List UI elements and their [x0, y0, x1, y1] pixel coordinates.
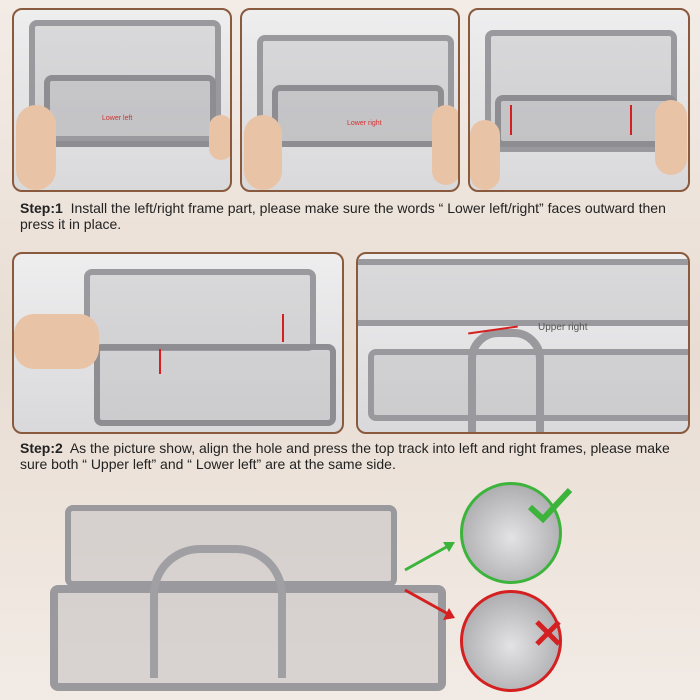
rack-closeup	[358, 259, 688, 326]
photo-label: Lower left	[102, 115, 133, 122]
photo-step1-middle: Lower right	[240, 8, 460, 192]
red-arrow	[630, 105, 632, 135]
red-arrow-head	[443, 608, 455, 620]
green-arrow-head	[443, 542, 455, 552]
hand	[244, 115, 282, 190]
red-arrow	[404, 588, 451, 617]
step2-instructions: As the picture show, align the hole and …	[20, 440, 670, 472]
photo-label: Upper right	[538, 322, 588, 333]
rack-image	[485, 30, 677, 152]
red-arrow	[510, 105, 512, 135]
step1-instructions: Install the left/right frame part, pleas…	[20, 200, 666, 232]
hand	[14, 314, 99, 369]
hand	[432, 105, 458, 185]
rack-image	[29, 20, 221, 142]
correct-closeup	[460, 482, 562, 584]
red-arrow	[159, 349, 161, 374]
hand	[16, 105, 56, 190]
green-arrow	[404, 543, 451, 572]
check-icon	[527, 487, 573, 524]
photo-step1-left: Lower left	[12, 8, 232, 192]
step1-text: Step:1 Install the left/right frame part…	[20, 200, 692, 232]
step1-label: Step:1	[20, 200, 63, 216]
hand	[209, 115, 230, 160]
frame-part	[272, 85, 444, 147]
frame-part	[150, 545, 286, 678]
frame-part	[495, 95, 677, 147]
hand	[470, 120, 500, 190]
step2-text: Step:2 As the picture show, align the ho…	[20, 440, 692, 472]
red-arrow	[282, 314, 284, 342]
arrows	[404, 542, 455, 620]
photo-step2-right: Upper right	[356, 252, 690, 434]
cross-icon	[535, 620, 561, 646]
frame-part	[468, 329, 544, 432]
step2-label: Step:2	[20, 440, 63, 456]
rack-image	[257, 35, 454, 147]
photo-step1-right	[468, 8, 690, 192]
wrong-closeup	[460, 590, 562, 692]
photo-label: Lower right	[347, 120, 382, 127]
photo-step2-left	[12, 252, 344, 434]
frame-part	[44, 75, 216, 147]
hand	[655, 100, 687, 175]
rack-base	[94, 344, 336, 426]
